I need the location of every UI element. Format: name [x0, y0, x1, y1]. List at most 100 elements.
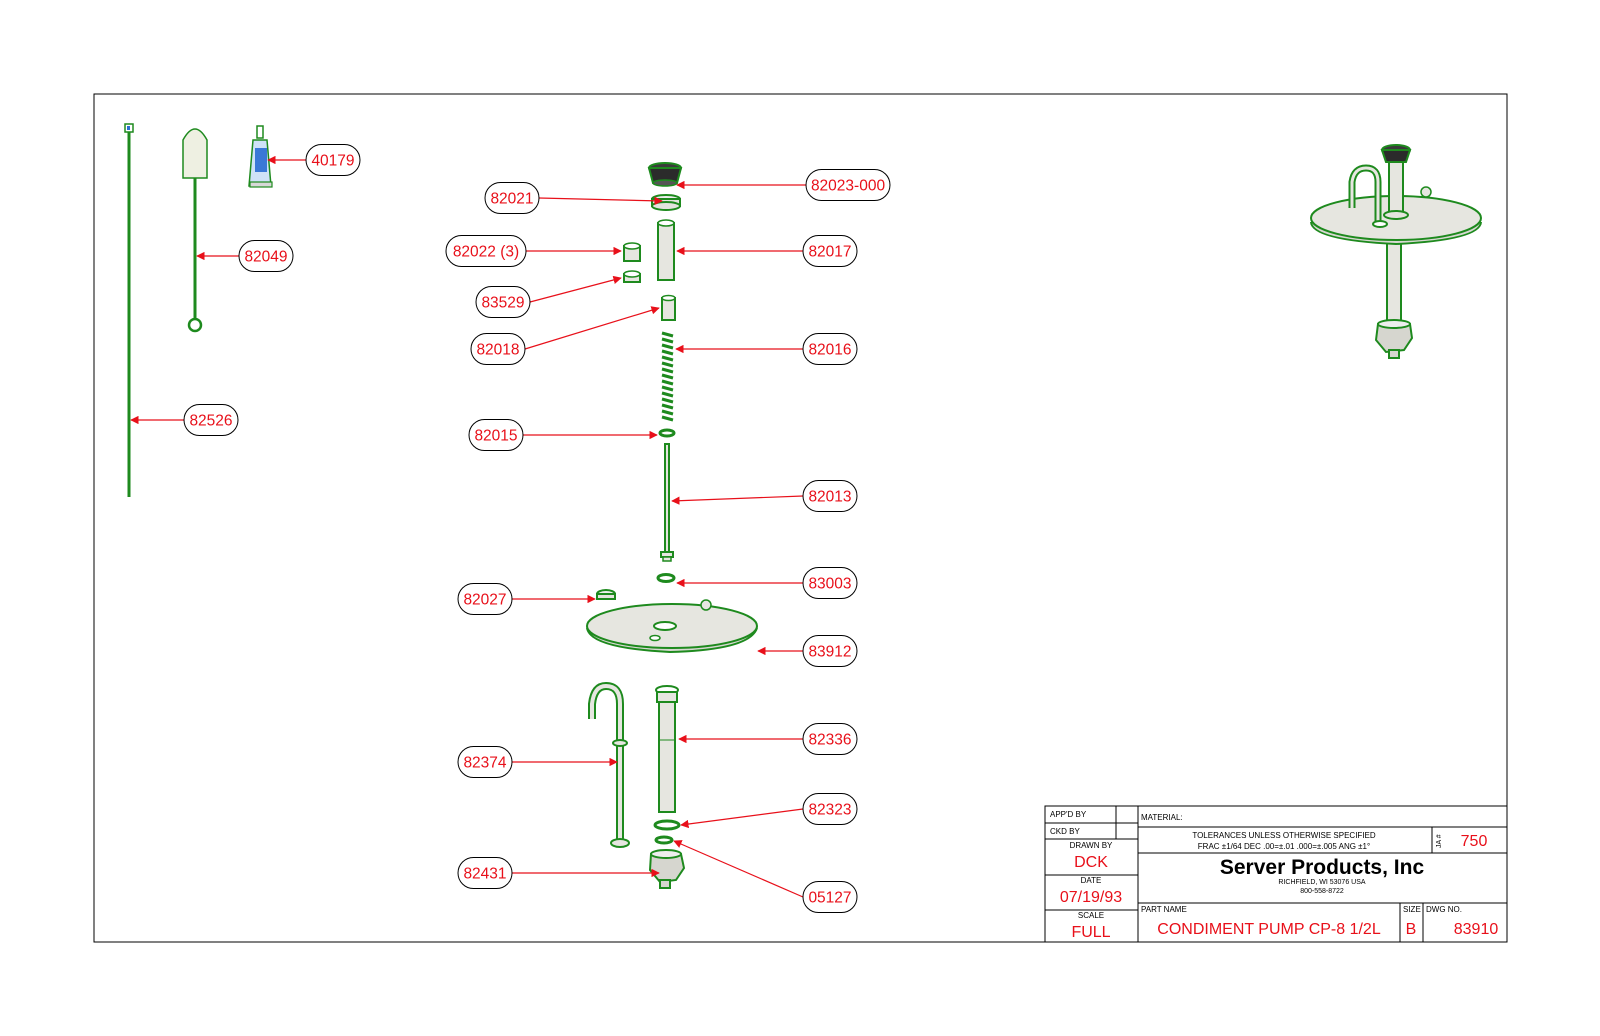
callout-label: 82017 — [808, 244, 851, 261]
callout-label: 82013 — [808, 489, 851, 506]
o-ring-drawing — [658, 428, 676, 438]
company-phone: 800-558-8722 — [1300, 888, 1344, 895]
seal-ring-drawing — [656, 573, 676, 583]
ckd-by-label: CKD BY — [1050, 827, 1080, 836]
callout-label: 82022 (3) — [453, 244, 519, 261]
size-label: SIZE — [1403, 905, 1421, 914]
nut-drawing — [596, 589, 616, 600]
discharge-tube-drawing — [588, 681, 630, 848]
callout-balloon — [802, 333, 858, 365]
callout-label: 82027 — [463, 592, 506, 609]
ja-number: 750 — [1461, 833, 1488, 850]
callout-label: 83912 — [808, 644, 851, 661]
appd-by-label: APP'D BY — [1050, 810, 1087, 819]
callout-82017: 82017 — [676, 235, 858, 267]
callout-balloon — [805, 169, 891, 201]
leader-line — [529, 275, 622, 303]
material-label: MATERIAL: — [1141, 813, 1183, 822]
callout-82049: 82049 — [196, 240, 294, 272]
callout-balloon — [457, 583, 513, 615]
dwg-no-label: DWG NO. — [1426, 905, 1462, 914]
cleaning-brush-short-drawing — [182, 128, 208, 333]
callout-balloon — [802, 635, 858, 667]
callout-82431: 82431 — [457, 857, 660, 889]
washer-drawing — [623, 270, 641, 283]
dwg-no-value: 83910 — [1454, 921, 1499, 938]
callout-balloon — [445, 235, 527, 267]
cylinder-drawing — [655, 685, 679, 813]
callout-label: 82374 — [463, 755, 506, 772]
gasket-drawing — [653, 819, 681, 831]
callout-label: 82023-000 — [811, 178, 886, 195]
callout-82022: 82022 (3) — [445, 235, 622, 267]
callout-label: 05127 — [808, 890, 851, 907]
assembled-pump-drawing — [1310, 144, 1482, 359]
callout-82526: 82526 — [130, 404, 239, 436]
cap-nut-drawing — [651, 194, 681, 211]
parts-artwork — [124, 123, 1482, 889]
tolerances-line-2: FRAC ±1/64 DEC .00=±.01 .000=±.005 ANG ±… — [1198, 842, 1370, 851]
date-value: 07/19/93 — [1060, 889, 1122, 906]
check-valve-ring-drawing — [654, 835, 674, 845]
callout-balloon — [305, 144, 361, 176]
part-name-label: PART NAME — [1141, 905, 1187, 914]
cleaning-brush-long-drawing — [124, 123, 134, 497]
scale-label: SCALE — [1078, 911, 1104, 920]
callout-label: 40179 — [311, 153, 354, 170]
callout-label: 82049 — [244, 249, 287, 266]
callout-82023-000: 82023-000 — [676, 169, 891, 201]
drawn-by-value: DCK — [1074, 854, 1108, 871]
ja-label: JA # — [1436, 834, 1443, 848]
piston-drawing — [661, 294, 676, 321]
leader-line — [524, 306, 660, 350]
leader-line — [671, 495, 804, 505]
callout-balloon — [484, 182, 540, 214]
callout-balloon — [802, 567, 858, 599]
callout-balloon — [475, 286, 531, 318]
callout-balloon — [183, 404, 239, 436]
callout-label: 82526 — [189, 413, 232, 430]
callout-label: 83003 — [808, 576, 851, 593]
drawn-by-label: DRAWN BY — [1070, 841, 1113, 850]
callout-balloon — [468, 419, 524, 451]
callout-82027: 82027 — [457, 583, 596, 615]
callout-83003: 83003 — [676, 567, 858, 599]
callout-balloon — [457, 857, 513, 889]
callout-balloon — [238, 240, 294, 272]
size-value: B — [1406, 921, 1417, 938]
callout-balloon — [802, 480, 858, 512]
callout-label: 82016 — [808, 342, 851, 359]
callout-40179: 40179 — [267, 144, 361, 176]
callout-83529: 83529 — [475, 275, 622, 318]
callout-label: 83529 — [481, 295, 524, 312]
company-name: Server Products, Inc — [1220, 856, 1425, 879]
callout-label: 82323 — [808, 802, 851, 819]
knob-drawing — [647, 162, 683, 187]
leader-line — [680, 808, 804, 829]
drawing-border — [93, 93, 1508, 943]
plunger-rod-drawing — [660, 443, 674, 562]
callout-balloon — [802, 235, 858, 267]
valve-body-drawing — [648, 849, 686, 889]
callout-label: 82018 — [476, 342, 519, 359]
company-address: RICHFIELD, WI 53076 USA — [1278, 879, 1365, 886]
upper-tube-drawing — [657, 219, 675, 281]
callout-balloon — [802, 723, 858, 755]
tube-of-lubricant-drawing — [248, 125, 273, 188]
bushing-drawing — [623, 242, 641, 262]
callout-label: 82336 — [808, 732, 851, 749]
callout-82015: 82015 — [468, 419, 658, 451]
part-name-value: CONDIMENT PUMP CP-8 1/2L — [1157, 921, 1381, 938]
callout-83912: 83912 — [757, 635, 858, 667]
leader-line — [673, 840, 804, 898]
callout-label: 82015 — [474, 428, 517, 445]
leader-line — [538, 196, 663, 206]
callout-balloon — [470, 333, 526, 365]
tolerances-line-1: TOLERANCES UNLESS OTHERWISE SPECIFIED — [1192, 831, 1376, 840]
callout-82016: 82016 — [675, 333, 858, 365]
callout-balloon — [802, 881, 858, 913]
callout-82018: 82018 — [470, 306, 660, 365]
callout-82013: 82013 — [671, 480, 858, 512]
